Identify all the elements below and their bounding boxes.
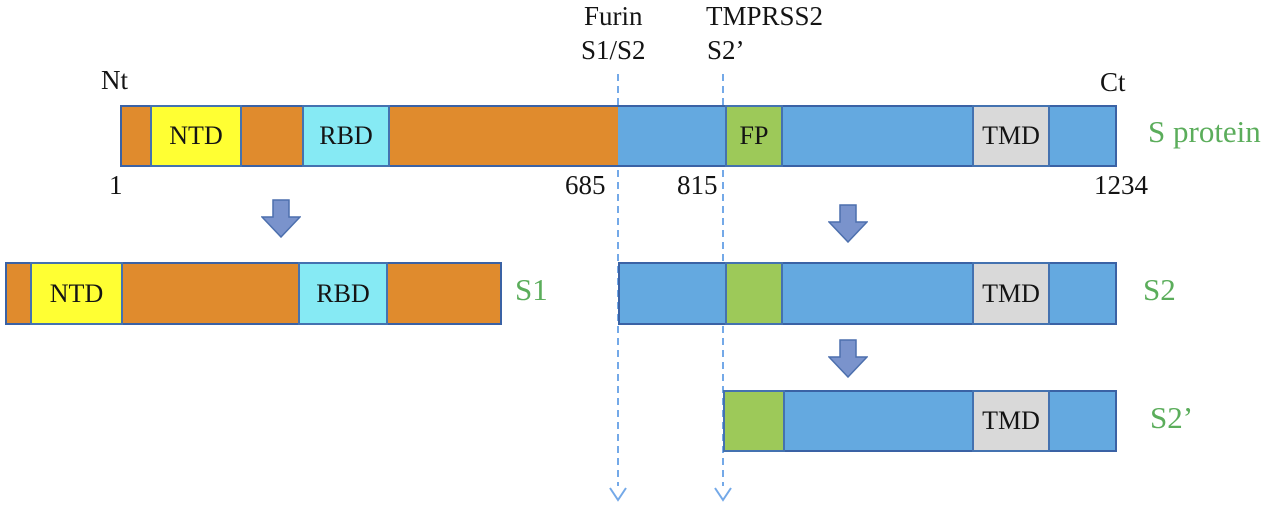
tmprss2-site-label: S2’: [707, 35, 745, 65]
residue-furin-label: 685: [565, 170, 606, 200]
rbd-domain-label: RBD: [319, 121, 373, 150]
ntd-domain-label: NTD: [169, 121, 223, 150]
s1-ntd-domain-block: NTD: [30, 262, 123, 325]
ntd-domain-block: NTD: [150, 105, 242, 167]
s2prime-tmd-domain-block: TMD: [972, 390, 1050, 452]
tmprss2-enzyme-label: TMPRSS2: [706, 1, 824, 31]
s1-fragment-bar: NTD RBD: [5, 262, 502, 325]
residue-start-label: 1: [109, 170, 123, 200]
s2-fragment-label: S2: [1143, 272, 1176, 307]
fp-domain-label: FP: [739, 121, 769, 150]
s1-cleavage-arrow-icon: [261, 199, 301, 238]
s2prime-fragment-label: S2’: [1150, 400, 1194, 435]
furin-enzyme-label: Furin: [584, 1, 643, 31]
s1-rbd-domain-block: RBD: [298, 262, 388, 325]
rbd-domain-block: RBD: [302, 105, 390, 167]
s2-tmd-domain-label: TMD: [982, 278, 1040, 308]
s-protein-bar: NTD RBD FP TMD: [120, 105, 1117, 167]
residue-end-label: 1234: [1094, 170, 1148, 200]
s2-fragment-bar: TMD: [618, 262, 1117, 325]
residue-tmprss2-label: 815: [677, 170, 718, 200]
s2-cleavage-arrow-icon: [828, 204, 868, 243]
s2-tmd-domain-block: TMD: [972, 262, 1050, 325]
c-terminus-label: Ct: [1100, 67, 1126, 97]
furin-site-label: S1/S2: [581, 35, 646, 65]
s1-ntd-domain-label: NTD: [49, 278, 104, 308]
fp-domain-block: FP: [725, 105, 783, 167]
s2prime-fragment-bar: TMD: [723, 390, 1117, 452]
s1-rbd-domain-label: RBD: [316, 278, 370, 308]
s2-fp-domain-block: [725, 262, 783, 325]
n-terminus-label: Nt: [101, 65, 128, 95]
furin-line-arrowhead-icon: [609, 487, 627, 502]
s-protein-label: S protein: [1148, 114, 1261, 149]
tmprss2-line-arrowhead-icon: [714, 487, 732, 502]
tmd-domain-block: TMD: [972, 105, 1050, 167]
s1-fragment-label: S1: [515, 272, 548, 307]
s2prime-tmd-domain-label: TMD: [982, 406, 1040, 435]
tmd-domain-label: TMD: [982, 121, 1040, 150]
s2prime-fp-domain-block: [723, 390, 785, 452]
s2prime-cleavage-arrow-icon: [828, 339, 868, 378]
